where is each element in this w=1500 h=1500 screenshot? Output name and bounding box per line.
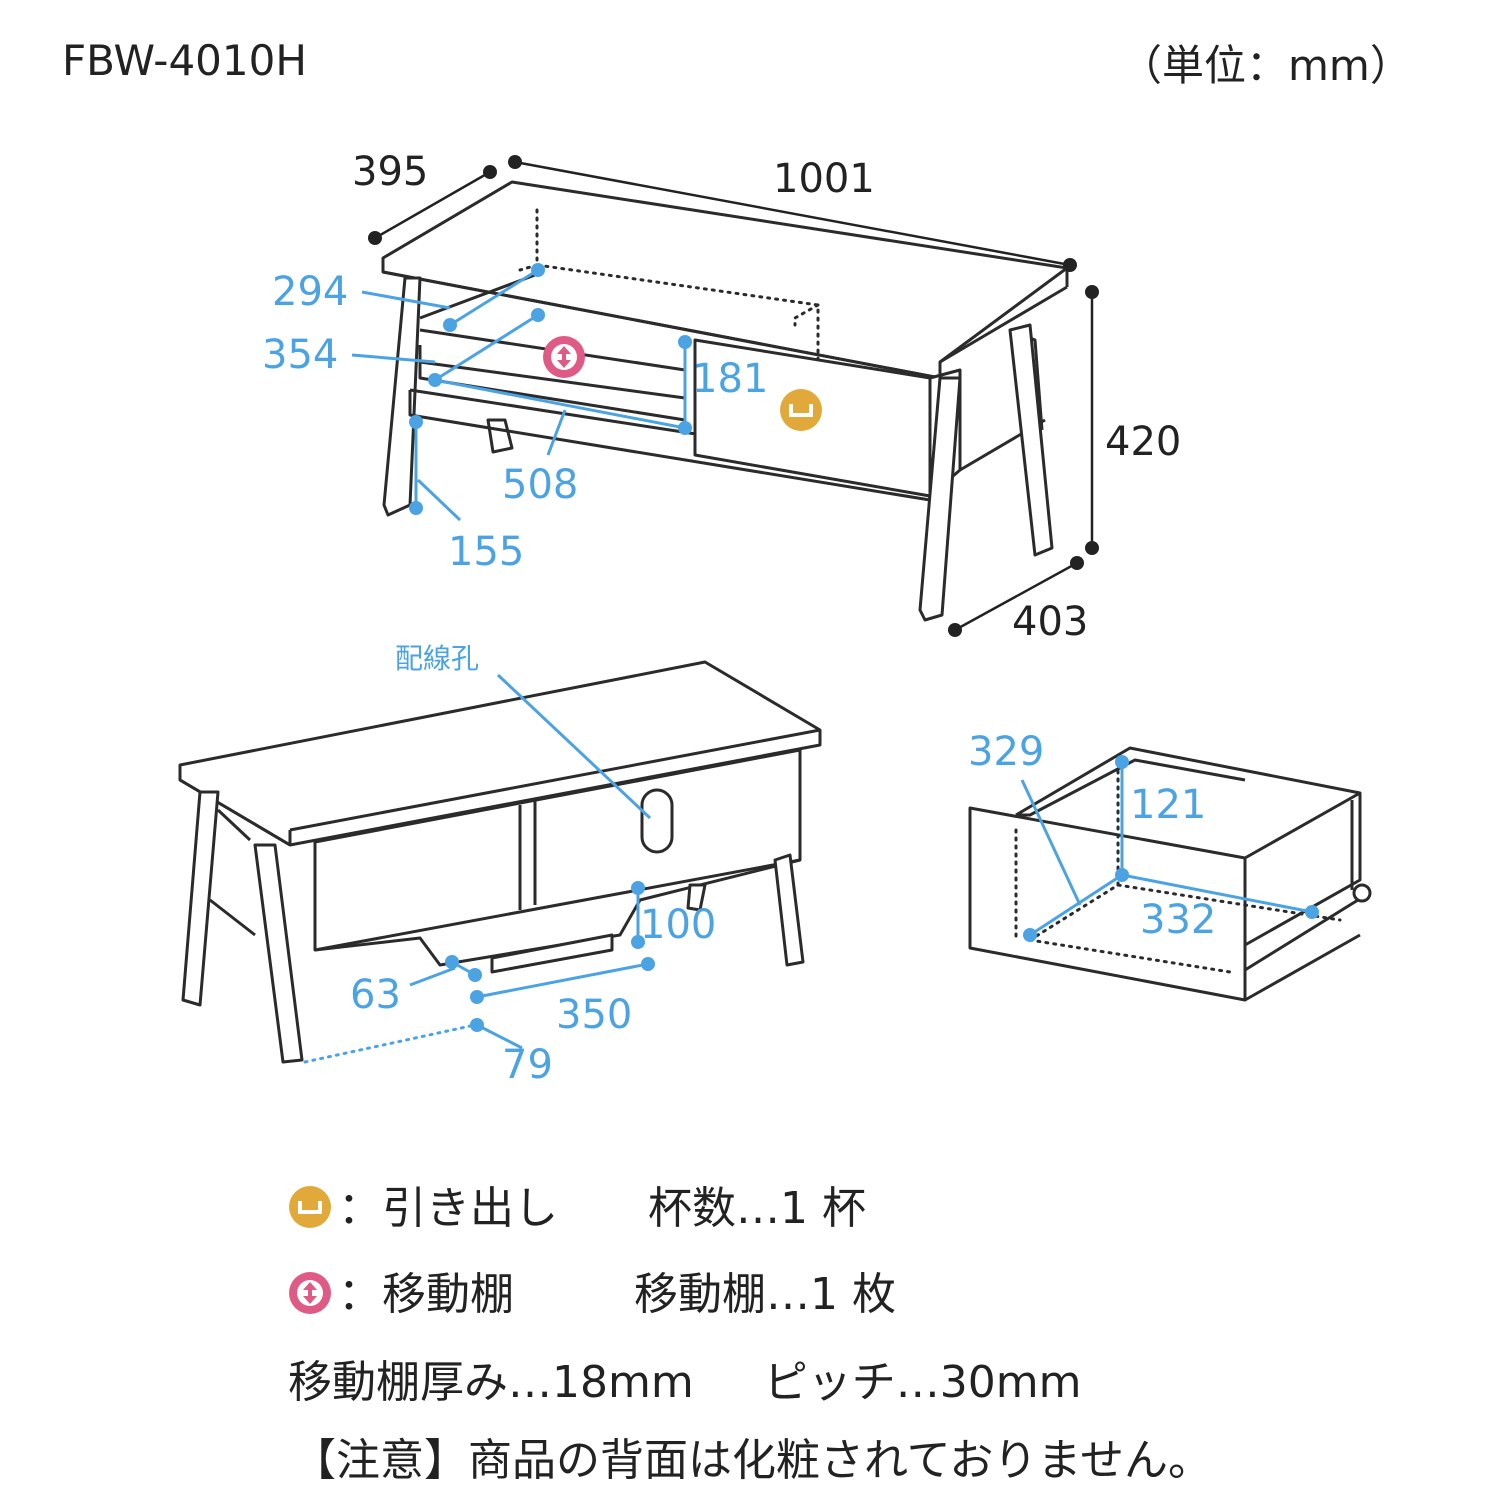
shelf-thickness: 移動棚厚み…18mm [288, 1357, 694, 1408]
left-front-leg [382, 276, 422, 517]
movable-shelf-icon [543, 336, 585, 378]
movable-shelf-icon [289, 1272, 331, 1314]
cable-hole-label: 配線孔 [395, 642, 479, 675]
dim-drawer-width: 332 [1140, 897, 1216, 943]
shelf-pitch: ピッチ…30mm [763, 1357, 1082, 1408]
back-view: 配線孔 100 63 350 79 [178, 642, 822, 1088]
drawer-icon [780, 389, 822, 431]
drawer-view: 329 121 332 [968, 729, 1372, 1002]
legend-shelf-count: 移動棚…1 枚 [634, 1269, 896, 1320]
dim-drawer-height: 121 [1130, 782, 1206, 828]
right-front-leg [918, 376, 962, 622]
dim-shelf-lower: 354 [262, 332, 338, 378]
model-name: FBW-4010H [62, 36, 307, 85]
dim-notch-depth: 63 [350, 972, 401, 1018]
dim-shelf-upper: 294 [272, 269, 348, 315]
legend-shelf: ：移動棚 移動棚…1 枚 [288, 1258, 896, 1322]
dim-inner-width: 508 [502, 462, 578, 508]
unit-label: （単位：mm） [1120, 41, 1412, 90]
legend-specs: 移動棚厚み…18mm ピッチ…30mm [288, 1346, 1081, 1410]
dim-height: 420 [1105, 419, 1181, 465]
dim-depth-top: 395 [352, 149, 428, 195]
dim-drawer-depth: 329 [968, 729, 1044, 775]
dim-width: 1001 [773, 156, 875, 202]
dim-depth-bottom: 403 [1012, 599, 1088, 645]
dim-notch-height: 100 [640, 902, 716, 948]
main-view: 395 1001 420 403 294 354 181 508 155 [262, 149, 1181, 645]
dim-inner-height: 181 [692, 356, 768, 402]
cable-hole [640, 788, 674, 854]
dim-notch-offset: 79 [502, 1042, 553, 1088]
dim-leg-height: 155 [448, 529, 524, 575]
legend-shelf-label: ：移動棚 [338, 1269, 514, 1320]
legend-drawer-count: 杯数…1 杯 [648, 1183, 866, 1234]
drawer-icon [289, 1186, 331, 1228]
caution-note: 【注意】商品の背面は化粧されておりません。 [292, 1435, 1213, 1486]
dim-notch-width: 350 [556, 992, 632, 1038]
legend-drawer: ：引き出し 杯数…1 杯 [288, 1172, 866, 1236]
legend-drawer-label: ：引き出し [338, 1183, 558, 1234]
